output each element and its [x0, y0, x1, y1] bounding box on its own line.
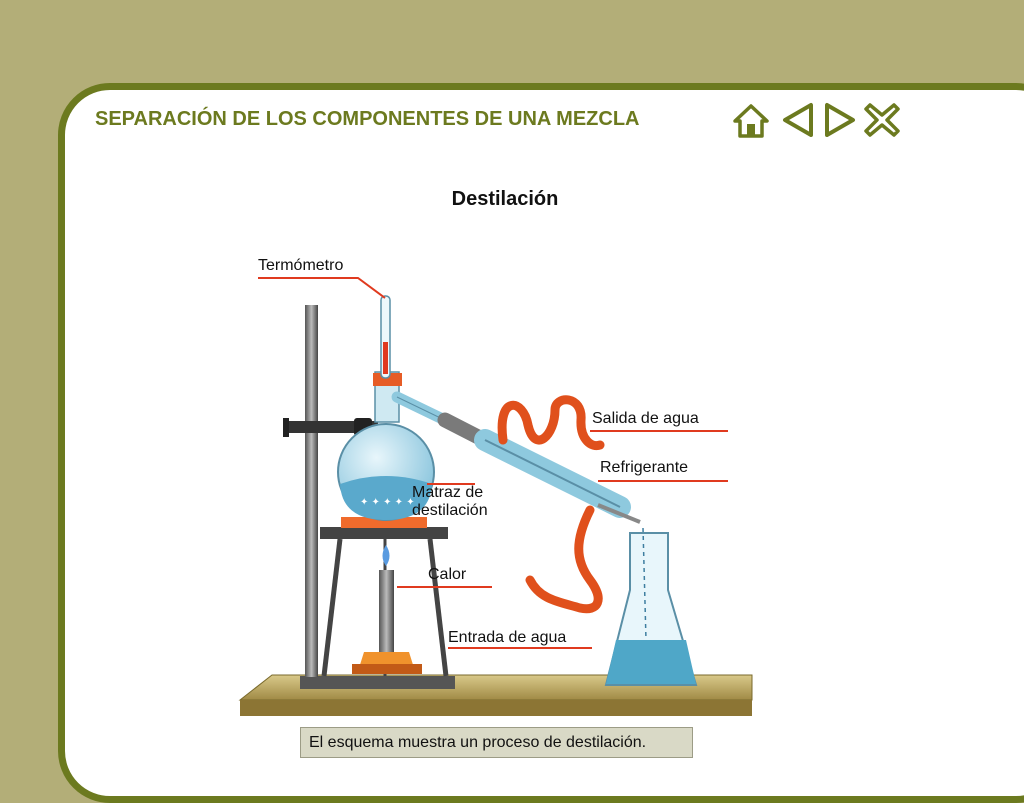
label-flask-line1: Matraz de: [412, 484, 484, 501]
previous-button[interactable]: [780, 100, 816, 140]
triangle-left-icon: [783, 103, 813, 137]
next-button[interactable]: [822, 100, 858, 140]
distillation-flask: ✦ ✦ ✦ ✦ ✦: [337, 371, 461, 521]
diagram-caption: El esquema muestra un proceso de destila…: [300, 727, 693, 758]
label-water-in: Entrada de agua: [448, 629, 567, 646]
label-leaders: [258, 277, 728, 649]
triangle-right-icon: [825, 103, 855, 137]
svg-text:✦ ✦ ✦ ✦ ✦: ✦ ✦ ✦ ✦ ✦: [360, 497, 415, 508]
label-thermometer: Termómetro: [258, 257, 344, 274]
close-button[interactable]: [862, 100, 902, 140]
water-inlet-hose: [525, 505, 603, 614]
close-x-icon: [864, 103, 900, 137]
distillation-apparatus: ✦ ✦ ✦ ✦ ✦: [238, 277, 753, 716]
water-outlet-hose: [497, 395, 605, 451]
page-title: SEPARACIÓN DE LOS COMPONENTES DE UNA MEZ…: [95, 108, 640, 130]
home-button[interactable]: [731, 100, 771, 140]
label-heat: Calor: [428, 566, 467, 583]
condenser: [474, 429, 641, 524]
diagram-title: Destilación: [451, 188, 559, 210]
label-flask-line2: destilación: [412, 502, 488, 519]
label-condenser: Refrigerante: [600, 459, 689, 476]
ring-stand: [283, 305, 455, 689]
receiving-flask: [604, 527, 698, 686]
label-water-out: Salida de agua: [592, 410, 699, 427]
home-icon: [733, 104, 769, 138]
bunsen-burner: [352, 545, 422, 674]
thermometer: [380, 295, 391, 379]
